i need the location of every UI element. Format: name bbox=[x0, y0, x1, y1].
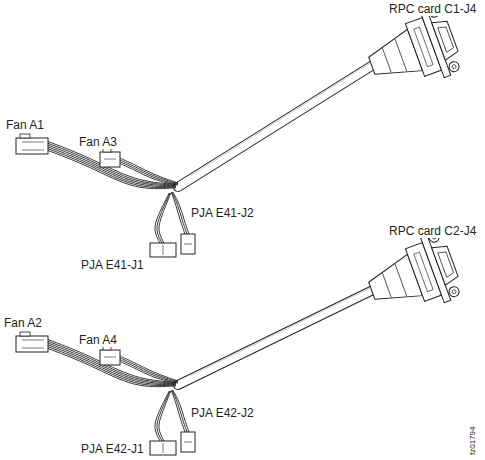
fan-label: Fan A1 bbox=[5, 118, 45, 132]
connector-label: RPC card C1-J4 bbox=[388, 2, 477, 16]
main-cable bbox=[178, 63, 373, 385]
d-sub-connector bbox=[359, 227, 464, 324]
fan-label: Fan A3 bbox=[78, 135, 118, 149]
plug-label: PJA E41-J2 bbox=[190, 206, 255, 220]
wire-connectors bbox=[16, 332, 195, 455]
figure-id: fz01794 bbox=[468, 426, 477, 456]
wire-connectors bbox=[16, 134, 195, 257]
d-sub-connector bbox=[359, 2, 464, 99]
fan-label: Fan A2 bbox=[3, 316, 43, 330]
plug-label: PJA E41-J1 bbox=[80, 258, 145, 272]
plug-label: PJA E42-J2 bbox=[190, 406, 255, 420]
fan-wires bbox=[48, 142, 189, 442]
plug-label: PJA E42-J1 bbox=[80, 442, 145, 456]
fan-label: Fan A4 bbox=[78, 333, 118, 347]
connector-label: RPC card C2-J4 bbox=[388, 224, 477, 238]
